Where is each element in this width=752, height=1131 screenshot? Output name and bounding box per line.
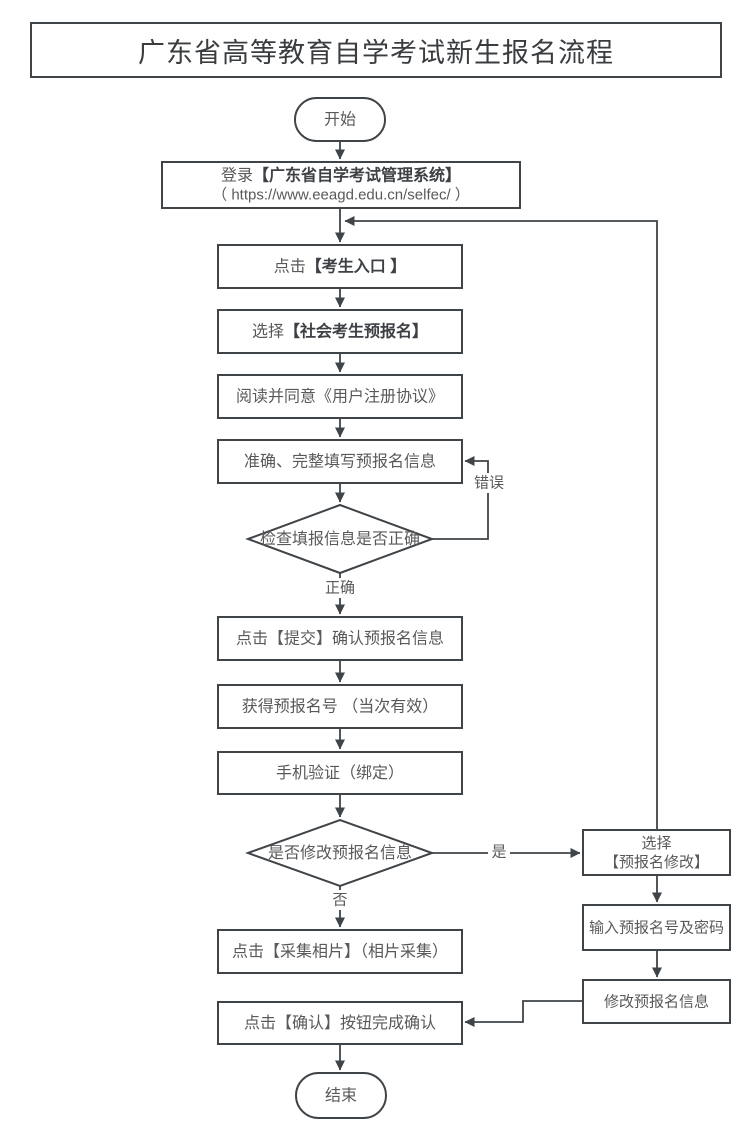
- edge-check-error-loop: [432, 456, 489, 540]
- node-login-label: （ https://www.eeagd.edu.cn/selfec/ ）: [212, 186, 470, 203]
- label-no: 否: [332, 892, 347, 909]
- node-login-label: 登录【广东省自学考试管理系统】: [221, 165, 461, 184]
- edge-modifyinfo-to-confirm: [464, 1000, 583, 1027]
- edge-selectmodify-to-mainline: [344, 216, 658, 830]
- node-check-info: 检查填报信息是否正确: [245, 503, 435, 575]
- node-modify-info: 修改预报名信息: [582, 979, 731, 1024]
- node-select-modify-label: 【预报名修改】: [604, 854, 709, 871]
- node-confirm-label: 点击【确认】按钮完成确认: [244, 1014, 436, 1032]
- label-correct-bg: [321, 578, 359, 598]
- label-no-bg: [329, 890, 351, 910]
- node-modify-decision: 是否修改预报名信息: [245, 818, 435, 888]
- node-login: 登录【广东省自学考试管理系统】 （ https://www.eeagd.edu.c…: [161, 161, 521, 209]
- node-phone-verify: 手机验证（绑定）: [217, 751, 463, 795]
- node-check-info-label: 检查填报信息是否正确: [260, 530, 420, 548]
- label-error-bg: [470, 473, 508, 493]
- node-get-number-label: 获得预报名号 （当次有效）: [242, 697, 438, 715]
- node-end: 结束: [295, 1072, 387, 1119]
- node-agreement: 阅读并同意《用户注册协议》: [217, 374, 463, 419]
- label-error: 错误: [474, 475, 504, 492]
- node-enter-number: 输入预报名号及密码: [582, 904, 731, 951]
- node-modify-decision-label: 是否修改预报名信息: [268, 844, 412, 862]
- node-agreement-label: 阅读并同意《用户注册协议》: [236, 386, 444, 405]
- node-start-label: 开始: [324, 110, 356, 128]
- node-pre-register-label: 选择【社会考生预报名】: [252, 321, 428, 340]
- label-yes: 是: [491, 844, 506, 861]
- node-fill-info: 准确、完整填写预报名信息: [217, 439, 463, 484]
- node-submit-label: 点击【提交】确认预报名信息: [236, 629, 444, 647]
- node-modify-info-label: 修改预报名信息: [604, 993, 709, 1010]
- label-correct: 正确: [325, 580, 355, 597]
- node-confirm: 点击【确认】按钮完成确认: [217, 1001, 463, 1045]
- node-pre-register: 选择【社会考生预报名】: [217, 309, 463, 354]
- node-photo: 点击【采集相片】（相片采集）: [217, 929, 463, 974]
- node-photo-label: 点击【采集相片】（相片采集）: [232, 942, 448, 960]
- page-title: 广东省高等教育自学考试新生报名流程: [138, 37, 614, 68]
- node-phone-verify-label: 手机验证（绑定）: [276, 764, 404, 782]
- node-enter-number-label: 输入预报名号及密码: [589, 919, 724, 936]
- title-box: 广东省高等教育自学考试新生报名流程: [30, 22, 722, 78]
- node-entrance-label: 点击【考生入口 】: [274, 256, 406, 275]
- node-get-number: 获得预报名号 （当次有效）: [217, 684, 463, 729]
- node-select-modify: 选择【预报名修改】: [582, 829, 731, 876]
- label-yes-bg: [488, 842, 510, 862]
- node-entrance: 点击【考生入口 】: [217, 244, 463, 289]
- node-submit: 点击【提交】确认预报名信息: [217, 616, 463, 661]
- node-end-label: 结束: [325, 1086, 357, 1104]
- node-fill-info-label: 准确、完整填写预报名信息: [244, 452, 436, 470]
- node-start: 开始: [294, 97, 386, 142]
- node-select-modify-label: 选择: [641, 835, 671, 852]
